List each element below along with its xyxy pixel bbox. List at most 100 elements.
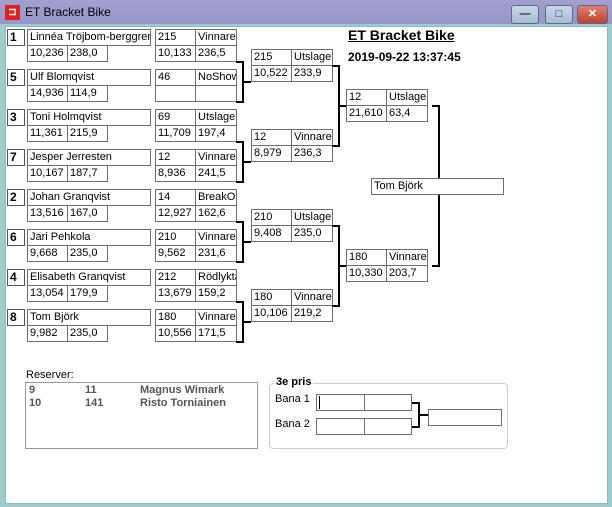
minimize-button[interactable]: — xyxy=(511,5,539,24)
result-time-field[interactable]: 10,106 xyxy=(251,305,292,322)
status-field[interactable]: Vinnare xyxy=(195,309,237,326)
lane1-status-field[interactable] xyxy=(364,394,412,411)
racer-name-field[interactable]: Johan Granqvist xyxy=(27,189,151,206)
result-time-field[interactable]: 12,927 xyxy=(155,205,196,222)
winner-field[interactable]: Tom Björk xyxy=(371,178,504,195)
bracket-app-icon[interactable]: ⊐ xyxy=(5,5,20,20)
racer-name-field[interactable]: Elisabeth Granqvist xyxy=(27,269,151,286)
race-number-field[interactable]: 212 xyxy=(155,269,196,286)
status-field[interactable]: Vinnare xyxy=(195,149,237,166)
result-time-field[interactable]: 13,679 xyxy=(155,285,196,302)
result-speed-field[interactable]: 235,0 xyxy=(291,225,333,242)
lane1-number-field[interactable] xyxy=(316,394,365,411)
speed-field[interactable]: 215,9 xyxy=(67,125,108,142)
race-number-field[interactable]: 180 xyxy=(251,289,292,306)
result-time-field[interactable]: 9,562 xyxy=(155,245,196,262)
result-time-field[interactable]: 8,936 xyxy=(155,165,196,182)
result-speed-field[interactable]: 231,6 xyxy=(195,245,237,262)
race-number-field[interactable]: 14 xyxy=(155,189,196,206)
status-field[interactable]: Vinnare xyxy=(195,229,237,246)
result-time-field[interactable]: 21,610 xyxy=(346,105,387,122)
race-number-field[interactable]: 12 xyxy=(251,129,292,146)
status-field[interactable]: BreakOut xyxy=(195,189,237,206)
status-field[interactable]: Utslagen xyxy=(291,49,333,66)
result-time-field[interactable]: 10,133 xyxy=(155,45,196,62)
result-speed-field[interactable]: 159,2 xyxy=(195,285,237,302)
result-time-field[interactable]: 11,709 xyxy=(155,125,196,142)
reaction-time-field[interactable]: 9,668 xyxy=(27,245,68,262)
seed-number: 8 xyxy=(7,309,25,326)
reaction-time-field[interactable]: 10,236 xyxy=(27,45,68,62)
result-time-field[interactable]: 9,408 xyxy=(251,225,292,242)
result-time-field[interactable]: 8,979 xyxy=(251,145,292,162)
reserves-label: Reserver: xyxy=(26,369,74,381)
result-speed-field[interactable]: 236,5 xyxy=(195,45,237,62)
minimize-icon: — xyxy=(519,8,531,20)
close-button[interactable]: ✕ xyxy=(577,5,608,24)
status-field[interactable]: Vinnare xyxy=(291,129,333,146)
race-number-field[interactable]: 210 xyxy=(251,209,292,226)
speed-field[interactable]: 179,9 xyxy=(67,285,108,302)
result-time-field[interactable]: 10,330 xyxy=(346,265,387,282)
speed-field[interactable]: 235,0 xyxy=(67,245,108,262)
race-number-field[interactable]: 12 xyxy=(155,149,196,166)
status-field[interactable]: Rödlykta xyxy=(195,269,237,286)
racer-name-field[interactable]: Toni Holmqvist xyxy=(27,109,151,126)
race-number-field[interactable]: 180 xyxy=(346,249,387,266)
result-speed-field[interactable]: 63,4 xyxy=(386,105,428,122)
result-speed-field[interactable]: 219,2 xyxy=(291,305,333,322)
speed-field[interactable]: 114,9 xyxy=(67,85,108,102)
racer-name-field[interactable]: Ulf Blomqvist xyxy=(27,69,151,86)
reaction-time-field[interactable]: 10,167 xyxy=(27,165,68,182)
third-place-result-field[interactable] xyxy=(428,409,502,426)
status-field[interactable]: Utslagen xyxy=(195,109,237,126)
racer-name-field[interactable]: Jesper Jerresten xyxy=(27,149,151,166)
reaction-time-field[interactable]: 11,361 xyxy=(27,125,68,142)
result-time-field[interactable]: 10,556 xyxy=(155,325,196,342)
seed-number: 1 xyxy=(7,29,25,46)
reserves-list[interactable]: 9 11 Magnus Wimark 10 141 Risto Torniain… xyxy=(25,382,258,449)
status-field[interactable]: Utslagen xyxy=(386,89,428,106)
racer-name-field[interactable]: Linnéa Tröjbom-berggren xyxy=(27,29,151,46)
reaction-time-field[interactable]: 9,982 xyxy=(27,325,68,342)
race-number-field[interactable]: 215 xyxy=(155,29,196,46)
lane2-number-field[interactable] xyxy=(316,418,365,435)
status-field[interactable]: Vinnare xyxy=(195,29,237,46)
result-speed-field[interactable]: 171,5 xyxy=(195,325,237,342)
speed-field[interactable]: 187,7 xyxy=(67,165,108,182)
result-time-field[interactable] xyxy=(155,85,196,102)
reaction-time-field[interactable]: 13,516 xyxy=(27,205,68,222)
reaction-time-field[interactable]: 14,936 xyxy=(27,85,68,102)
status-field[interactable]: Vinnare xyxy=(386,249,428,266)
result-speed-field[interactable]: 241,5 xyxy=(195,165,237,182)
status-field[interactable]: NoShow xyxy=(195,69,237,86)
lane2-status-field[interactable] xyxy=(364,418,412,435)
race-number-field[interactable]: 180 xyxy=(155,309,196,326)
result-speed-field[interactable] xyxy=(195,85,237,102)
reaction-time-field[interactable]: 13,054 xyxy=(27,285,68,302)
seed-number: 4 xyxy=(7,269,25,286)
result-speed-field[interactable]: 162,6 xyxy=(195,205,237,222)
speed-field[interactable]: 235,0 xyxy=(67,325,108,342)
bracket-line xyxy=(236,101,243,103)
racer-name-field[interactable]: Jari Pehkola xyxy=(27,229,151,246)
status-field[interactable]: Vinnare xyxy=(291,289,333,306)
result-speed-field[interactable]: 236,3 xyxy=(291,145,333,162)
result-speed-field[interactable]: 203,7 xyxy=(386,265,428,282)
speed-field[interactable]: 238,0 xyxy=(67,45,108,62)
racer-name-field[interactable]: Tom Björk xyxy=(27,309,151,326)
race-number-field[interactable]: 69 xyxy=(155,109,196,126)
result-time-field[interactable]: 10,522 xyxy=(251,65,292,82)
bracket-line xyxy=(242,241,251,243)
race-number-field[interactable]: 215 xyxy=(251,49,292,66)
status-field[interactable]: Utslagen xyxy=(291,209,333,226)
speed-field[interactable]: 167,0 xyxy=(67,205,108,222)
race-number-field[interactable]: 46 xyxy=(155,69,196,86)
maximize-button[interactable]: □ xyxy=(545,5,573,24)
result-speed-field[interactable]: 197,4 xyxy=(195,125,237,142)
race-number-field[interactable]: 12 xyxy=(346,89,387,106)
seed-number: 3 xyxy=(7,109,25,126)
datetime: 2019-09-22 13:37:45 xyxy=(348,50,461,64)
result-speed-field[interactable]: 233,9 xyxy=(291,65,333,82)
race-number-field[interactable]: 210 xyxy=(155,229,196,246)
